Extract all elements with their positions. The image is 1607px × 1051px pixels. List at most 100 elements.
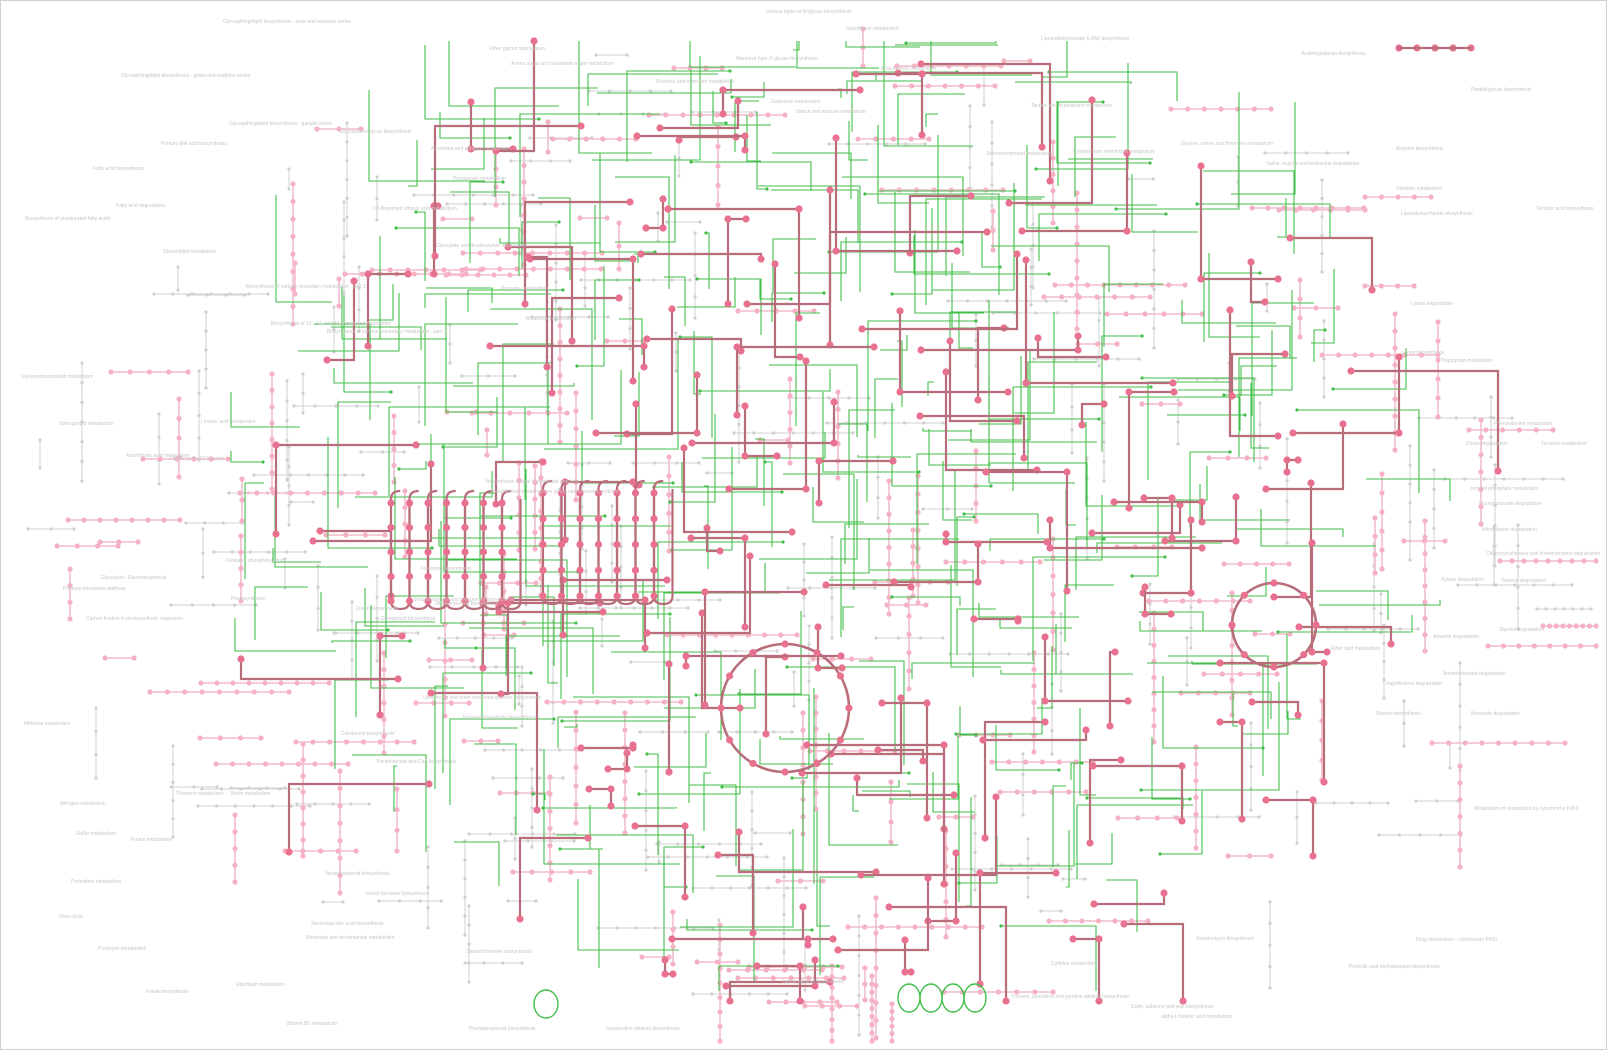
inactive-compound-node: [1258, 444, 1262, 448]
highlighted-compound-node: [830, 439, 838, 447]
inactive-compound-node: [467, 942, 471, 946]
pink-compound-node: [995, 989, 1002, 995]
inactive-compound-node: [531, 832, 535, 836]
pink-compound-node: [573, 461, 579, 467]
pink-compound-node: [1483, 427, 1489, 433]
highlighted-compound-node: [800, 588, 808, 596]
pink-compound-node: [869, 1022, 875, 1028]
inactive-compound-node: [80, 479, 84, 483]
pink-compound-node: [598, 266, 604, 272]
pink-compound-node: [1218, 106, 1224, 112]
inactive-compound-node: [230, 550, 234, 554]
inactive-compound-node: [665, 220, 669, 224]
highlighted-compound-node: [992, 793, 1000, 801]
green-reaction-line: [829, 469, 956, 581]
green-reaction-line: [897, 93, 965, 145]
highlighted-compound-node: [285, 848, 293, 856]
inactive-compound-node: [705, 855, 710, 859]
green-reaction-line: [932, 772, 975, 813]
pink-compound-node: [862, 997, 868, 1003]
pink-compound-node: [532, 529, 538, 536]
green-compound-node: [575, 364, 579, 368]
pink-compound-node: [765, 112, 771, 118]
green-reaction-line: [393, 765, 397, 812]
inactive-compound-node: [1408, 501, 1412, 505]
pathway-label: Biosynthesis of 12-, 14- and 16-membered…: [271, 321, 392, 327]
highlighted-compound-node: [1161, 537, 1169, 545]
pink-compound-node: [1161, 311, 1167, 317]
inactive-compound-node: [295, 802, 299, 806]
pink-compound-node: [1031, 789, 1037, 795]
pathway-label: Lipoarabinomannan (LAM) biosynthesis: [1041, 36, 1130, 42]
green-compound-node: [501, 180, 505, 184]
inactive-compound-node: [705, 471, 709, 475]
green-reaction-line: [442, 672, 531, 773]
inactive-compound-node: [471, 193, 476, 197]
pink-compound-node: [1166, 282, 1172, 288]
pink-compound-node: [140, 456, 146, 462]
inactive-compound-node: [765, 855, 769, 859]
inactive-compound-node: [1026, 837, 1030, 841]
inactive-compound-node: [345, 234, 349, 238]
pink-compound-node: [387, 267, 393, 273]
inactive-compound-node: [1148, 642, 1152, 646]
inactive-compound-node: [80, 459, 84, 463]
highlighted-reaction-line: [889, 905, 1008, 1001]
pink-compound-node: [788, 975, 794, 981]
pink-compound-node: [1422, 599, 1428, 605]
green-compound-node: [394, 226, 398, 230]
green-reaction-line: [626, 70, 730, 162]
pink-compound-node: [290, 251, 296, 257]
green-reaction-line: [883, 41, 973, 147]
green-reaction-line: [945, 196, 1045, 276]
inactive-compound-node: [876, 516, 880, 520]
highlighted-compound-node: [492, 500, 500, 508]
inactive-compound-node: [790, 730, 794, 734]
inactive-compound-node: [750, 846, 754, 851]
pink-compound-node: [959, 83, 965, 89]
pink-compound-node: [835, 475, 841, 481]
highlighted-compound-node: [656, 124, 664, 132]
inactive-compound-node: [1083, 877, 1087, 881]
pathway-label: Ubiquinone and other terpenoid-quinone b…: [423, 695, 542, 701]
pink-compound-node: [794, 632, 800, 638]
pink-compound-node: [269, 437, 275, 443]
highlighted-reaction-line: [668, 207, 801, 318]
highlighted-compound-node: [1041, 633, 1049, 641]
pathway-label: Glycosphingolipid biosynthesis - lacto a…: [223, 19, 351, 25]
pathway-label: Linoleic acid metabolism: [201, 419, 256, 425]
inactive-compound-node: [252, 804, 256, 808]
pink-compound-node: [391, 479, 397, 485]
green-reaction-line: [848, 409, 895, 528]
pink-compound-node: [533, 580, 539, 586]
inactive-compound-node: [1031, 286, 1035, 290]
fatty-acid-node: [461, 548, 469, 556]
inactive-compound-node: [923, 142, 927, 146]
inactive-compound-node: [990, 867, 994, 871]
green-reaction-line: [615, 155, 676, 243]
inactive-compound-node: [753, 730, 758, 734]
inactive-compound-node: [693, 231, 697, 235]
highlighted-compound-node: [404, 270, 412, 278]
inactive-compound-node: [1258, 401, 1262, 405]
pink-compound-node: [360, 739, 367, 745]
highlighted-reaction-line: [983, 720, 1045, 838]
fatty-acid-node: [479, 523, 488, 532]
highlighted-compound-node: [1232, 537, 1240, 545]
inactive-compound-node: [697, 461, 701, 465]
highlighted-compound-node: [1178, 762, 1186, 770]
inactive-compound-node: [375, 659, 379, 663]
pink-compound-node: [230, 680, 236, 686]
fatty-acid-node: [613, 489, 621, 497]
pink-compound-node: [1185, 106, 1191, 112]
pink-compound-node: [359, 271, 365, 277]
inactive-compound-node: [355, 404, 359, 408]
pink-compound-node: [1037, 559, 1043, 565]
green-reaction-line: [521, 221, 559, 269]
inactive-compound-node: [857, 914, 861, 918]
green-reaction-line: [1032, 556, 1165, 661]
inactive-compound-node: [1458, 704, 1462, 708]
highlighted-compound-node: [661, 970, 669, 978]
pink-compound-node: [561, 699, 567, 705]
inactive-compound-node: [503, 839, 507, 843]
